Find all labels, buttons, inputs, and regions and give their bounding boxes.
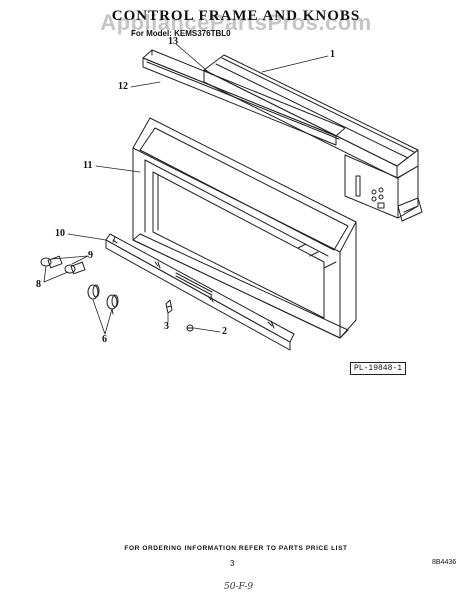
control-frame-part-11 — [132, 117, 357, 339]
ordering-instruction: FOR ORDERING INFORMATION REFER TO PARTS … — [124, 545, 348, 552]
callout-11: 11 — [83, 160, 93, 171]
lower-trim-strip-part-10 — [105, 233, 295, 351]
callout-13: 13 — [168, 36, 178, 47]
clip-part-3 — [165, 299, 173, 314]
callout-8: 8 — [36, 279, 41, 290]
handwritten-note: 50-F-9 — [224, 582, 254, 592]
callout-3: 3 — [164, 321, 169, 332]
watermark-text: AppliancePartsPros.com — [100, 10, 372, 35]
screw-part-2 — [186, 324, 194, 332]
model-line: For Model: KEMS376TBL0 — [131, 29, 231, 38]
callout-6: 6 — [102, 334, 107, 345]
callout-1: 1 — [330, 49, 335, 60]
control-panel-part-1 — [203, 54, 423, 222]
page-number: 3 — [230, 559, 235, 568]
document-code: 8B4436 — [432, 559, 457, 566]
leader-lines — [43, 43, 329, 335]
plate-code-box: PL-19848-1 — [350, 362, 407, 375]
callout-10: 10 — [55, 228, 65, 239]
callout-2: 2 — [222, 326, 227, 337]
page-title: CONTROL FRAME AND KNOBS — [111, 8, 361, 24]
small-knobs-part-8-9 — [40, 255, 86, 275]
callout-9: 9 — [88, 250, 93, 261]
callout-12: 12 — [118, 81, 128, 92]
knobs-part-6 — [87, 284, 119, 315]
trim-strip-part-12-13 — [142, 49, 346, 146]
